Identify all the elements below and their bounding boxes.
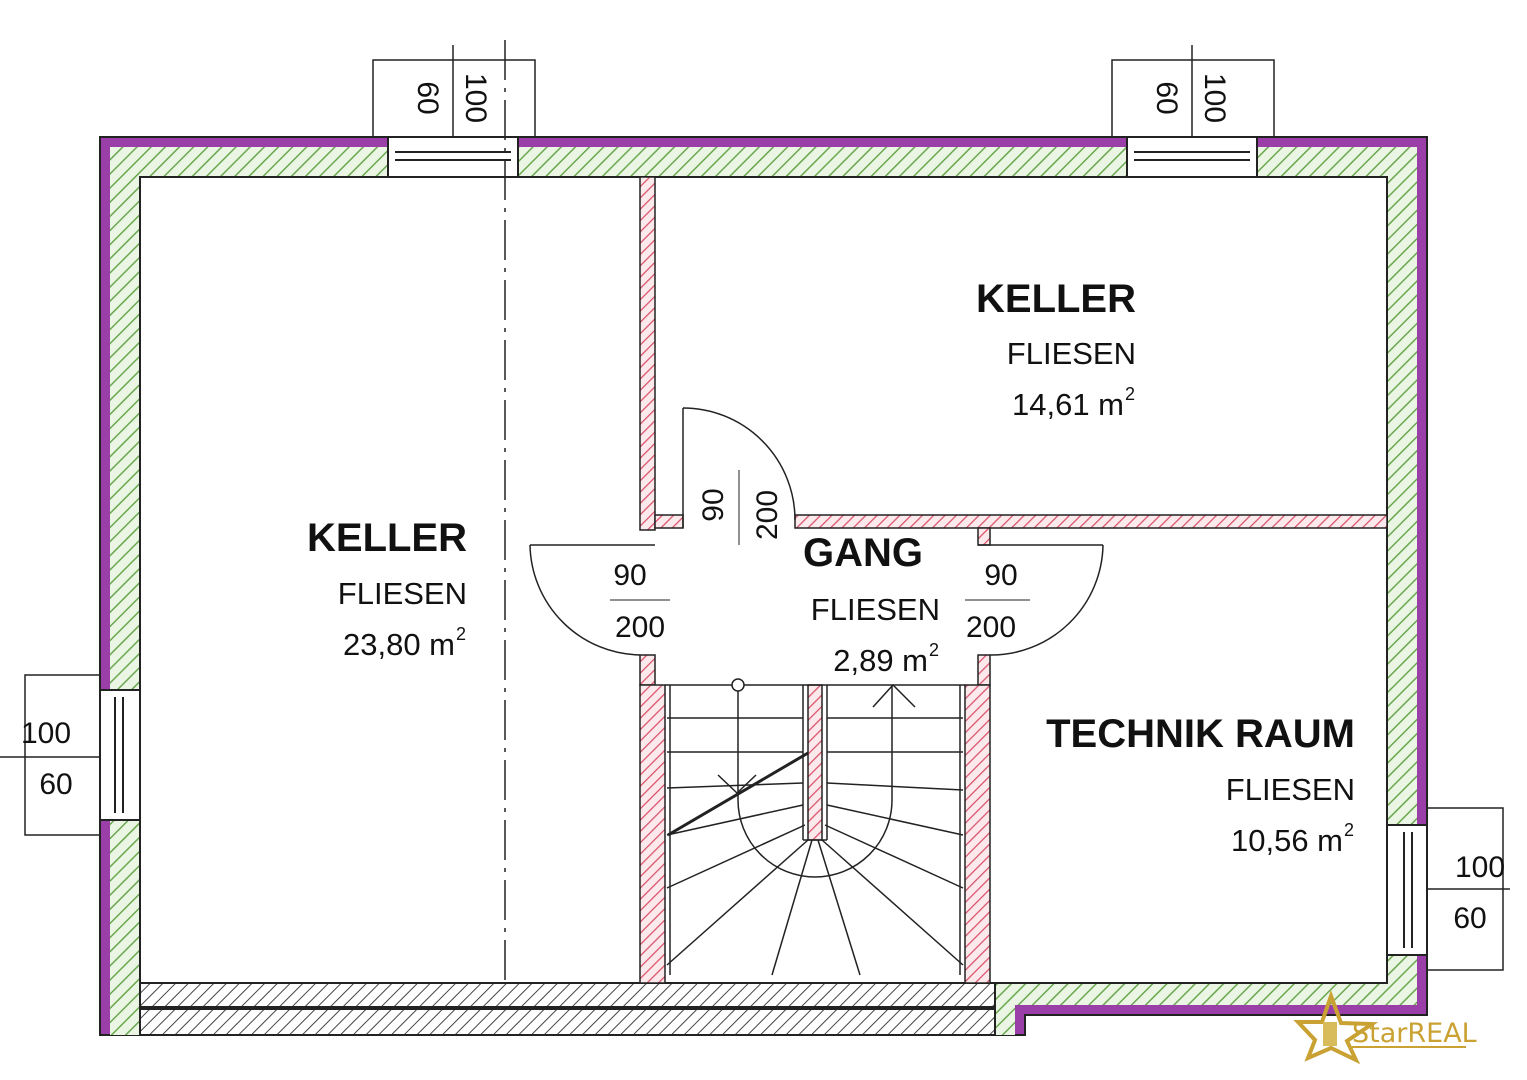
door-width-label: 90 bbox=[613, 559, 646, 592]
room-gang: GANG FLIESEN 2,89 m 2 bbox=[803, 531, 940, 678]
area-unit-superscript: 2 bbox=[1344, 820, 1354, 840]
area-unit-superscript: 2 bbox=[456, 624, 466, 644]
window-height-label: 60 bbox=[1150, 81, 1183, 114]
room-name: TECHNIK RAUM bbox=[1046, 712, 1355, 756]
window-height-label: 60 bbox=[39, 768, 72, 801]
area-unit-superscript: 2 bbox=[929, 640, 939, 660]
room-name: GANG bbox=[803, 531, 923, 575]
area-unit-superscript: 2 bbox=[1125, 384, 1135, 404]
window-top-left: 60 100 bbox=[372, 45, 536, 178]
window-top-right: 60 100 bbox=[1111, 45, 1275, 178]
room-technik: TECHNIK RAUM FLIESEN 10,56 m 2 bbox=[1046, 712, 1355, 858]
window-left: 100 60 bbox=[0, 674, 141, 836]
room-floor: FLIESEN bbox=[1226, 772, 1355, 807]
star-icon bbox=[1293, 990, 1379, 1065]
window-height-label: 60 bbox=[1453, 902, 1486, 935]
room-area: 23,80 m bbox=[343, 627, 455, 662]
door-width-label: 90 bbox=[984, 559, 1017, 592]
door-height-label: 200 bbox=[751, 490, 784, 540]
window-width-label: 100 bbox=[459, 73, 492, 123]
door-left[interactable] bbox=[529, 544, 670, 656]
door-height-label: 200 bbox=[966, 611, 1016, 644]
room-area: 14,61 m bbox=[1012, 387, 1124, 422]
room-floor: FLIESEN bbox=[1007, 336, 1136, 371]
room-keller-large: KELLER FLIESEN 23,80 m 2 bbox=[307, 516, 467, 662]
window-width-label: 100 bbox=[21, 717, 71, 750]
room-area: 2,89 m bbox=[833, 643, 928, 678]
staircase[interactable] bbox=[665, 678, 965, 976]
window-right: 100 60 bbox=[1386, 807, 1510, 971]
interior-walls bbox=[639, 176, 1388, 984]
room-keller-small: KELLER FLIESEN 14,61 m 2 bbox=[976, 277, 1136, 422]
door-width-label: 90 bbox=[697, 488, 730, 521]
starreal-logo: StarREAL bbox=[1293, 990, 1477, 1065]
door-technik[interactable] bbox=[965, 544, 1104, 656]
window-width-label: 100 bbox=[1455, 851, 1505, 884]
window-height-label: 60 bbox=[411, 81, 444, 114]
room-floor: FLIESEN bbox=[338, 576, 467, 611]
door-keller[interactable] bbox=[682, 407, 796, 545]
room-area: 10,56 m bbox=[1231, 823, 1343, 858]
room-floor: FLIESEN bbox=[811, 592, 940, 627]
room-name: KELLER bbox=[976, 277, 1136, 321]
exterior-wall bbox=[99, 136, 1428, 1036]
door-height-label: 200 bbox=[615, 611, 665, 644]
window-width-label: 100 bbox=[1198, 73, 1231, 123]
logo-text: StarREAL bbox=[1352, 1018, 1477, 1049]
room-name: KELLER bbox=[307, 516, 467, 560]
